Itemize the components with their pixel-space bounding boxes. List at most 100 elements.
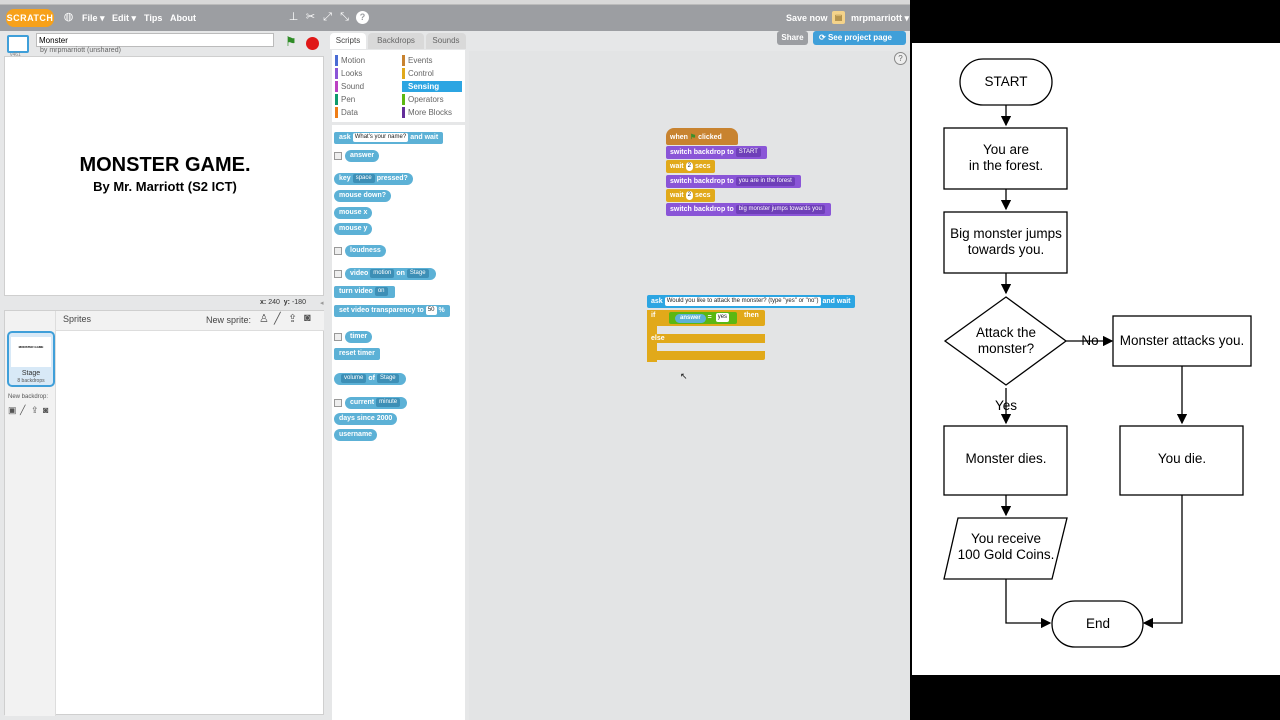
stage-canvas[interactable]: MONSTER GAME. By Mr. Marriott (S2 ICT) — [4, 56, 324, 296]
backdrop-library-icon[interactable]: ▣ — [8, 405, 17, 415]
decision-diamond — [943, 296, 1068, 386]
category-operators[interactable]: Operators — [402, 94, 464, 105]
paint-brush-icon[interactable]: ╱ — [20, 405, 26, 415]
see-project-page-button[interactable]: ⟳ See project page — [813, 31, 906, 45]
camera-icon[interactable]: ◙ — [43, 405, 49, 415]
edit-menu[interactable]: Edit ▾ — [112, 13, 137, 23]
category-more-blocks[interactable]: More Blocks — [402, 107, 464, 118]
version-label: v461 — [10, 52, 21, 58]
save-now-link[interactable]: Save now — [786, 13, 828, 23]
block-loudness[interactable]: loudness — [345, 245, 386, 257]
category-sound[interactable]: Sound — [335, 81, 397, 92]
grow-icon[interactable]: ⤢ — [323, 11, 332, 23]
forest-text-1: You are — [983, 142, 1029, 157]
stage-label: Stage — [21, 370, 41, 377]
fullscreen-stage-icon[interactable] — [7, 35, 29, 53]
tab-backdrops[interactable]: Backdrops — [368, 33, 424, 49]
scratch-logo[interactable]: SCRATCH — [6, 9, 54, 27]
block-palette-area: Scripts Backdrops Sounds Motion Looks So… — [328, 31, 468, 720]
block-timer[interactable]: timer — [345, 331, 373, 343]
upload-sprite-icon[interactable]: ⇪ — [288, 313, 298, 325]
category-sensing[interactable]: Sensing — [402, 81, 462, 92]
paint-sprite-icon[interactable]: ╱ — [274, 313, 281, 325]
decision-text-2: monster? — [978, 341, 1034, 356]
menu-bar: SCRATCH ◍ File ▾ Edit ▾ Tips About ⊥ ✂ ⤢… — [0, 5, 910, 31]
upload-icon[interactable]: ⇪ — [31, 405, 39, 415]
category-control[interactable]: Control — [402, 68, 464, 79]
receive-text-1: You receive — [971, 531, 1041, 546]
checkbox-loudness[interactable] — [334, 247, 342, 255]
stage-thumbnail[interactable]: MONSTER GAME Stage 8 backdrops — [7, 331, 55, 387]
block-reset-timer[interactable]: reset timer — [334, 348, 380, 360]
camera-sprite-icon[interactable]: ◙ — [304, 312, 311, 324]
block-days-since-2000[interactable]: days since 2000 — [334, 413, 398, 425]
project-title-input[interactable] — [36, 33, 274, 47]
help-icon[interactable]: ? — [356, 11, 369, 24]
tab-scripts[interactable]: Scripts — [330, 33, 366, 49]
category-pen[interactable]: Pen — [335, 94, 397, 105]
file-menu[interactable]: File ▾ — [82, 13, 105, 23]
stage-column: MONSTER GAME Stage 8 backdrops New backd… — [5, 311, 56, 716]
start-text: START — [984, 74, 1027, 89]
mouse-cursor-icon: ↖ — [680, 371, 688, 381]
help-question-icon[interactable]: ? — [894, 52, 907, 65]
block-username[interactable]: username — [334, 429, 378, 441]
stage-area: v461 by mrpmarriott (unshared) ⚑ MONSTER… — [0, 31, 327, 720]
attacks-box — [1112, 315, 1252, 367]
tips-menu[interactable]: Tips — [144, 13, 163, 23]
checkbox-answer[interactable] — [334, 152, 342, 160]
my-stuff-folder-icon[interactable]: ▤ — [832, 11, 845, 24]
decision-text-1: Attack the — [976, 325, 1036, 340]
category-motion[interactable]: Motion — [335, 55, 397, 66]
category-events[interactable]: Events — [402, 55, 464, 66]
checkbox-timer[interactable] — [334, 333, 342, 341]
duplicate-stamp-icon[interactable]: ⊥ — [288, 11, 299, 23]
category-data[interactable]: Data — [335, 107, 397, 118]
share-button[interactable]: Share — [777, 31, 808, 45]
flowchart: START You are in the forest. Big monster… — [943, 58, 1252, 648]
new-sprite-label: New sprite: — [206, 315, 252, 325]
user-menu[interactable]: mrpmarriott ▾ — [851, 13, 910, 23]
checkbox-video[interactable] — [334, 270, 342, 278]
tab-sounds[interactable]: Sounds — [426, 33, 466, 49]
sprites-heading: Sprites — [63, 314, 92, 324]
block-mouse-down[interactable]: mouse down? — [334, 190, 392, 202]
stage-thumb-image: MONSTER GAME — [11, 337, 51, 367]
cut-scissors-icon[interactable]: ✂ — [305, 11, 316, 23]
equals-operator[interactable]: answer = yes — [669, 312, 738, 324]
refresh-arrows-icon: ⟳ — [819, 33, 828, 42]
dies-box — [943, 425, 1068, 496]
shrink-icon[interactable]: ⤡ — [340, 11, 349, 23]
green-flag-icon[interactable]: ⚑ — [285, 34, 297, 49]
script-if-else[interactable]: if answer = yes then else — [647, 310, 765, 362]
script-when-flag-clicked[interactable]: when ⚑ clicked — [666, 128, 738, 145]
sprite-library-icon[interactable]: ♙ — [259, 313, 269, 325]
backdrop-count: 8 backdrops — [17, 378, 45, 384]
checkbox-current[interactable] — [334, 399, 342, 407]
block-answer[interactable]: answer — [345, 150, 380, 162]
category-list: Motion Looks Sound Pen Data Events Contr… — [332, 50, 465, 122]
about-menu[interactable]: About — [170, 13, 196, 23]
category-looks[interactable]: Looks — [335, 68, 397, 79]
globe-icon[interactable]: ◍ — [63, 11, 74, 23]
then-label: then — [744, 312, 759, 319]
block-mouse-x[interactable]: mouse x — [334, 207, 373, 219]
stop-sign-icon[interactable] — [306, 37, 319, 50]
collapse-stage-arrow-icon[interactable]: ◂ — [320, 300, 324, 307]
arrow-receive-end — [1005, 579, 1052, 629]
block-mouse-y[interactable]: mouse y — [334, 223, 373, 235]
